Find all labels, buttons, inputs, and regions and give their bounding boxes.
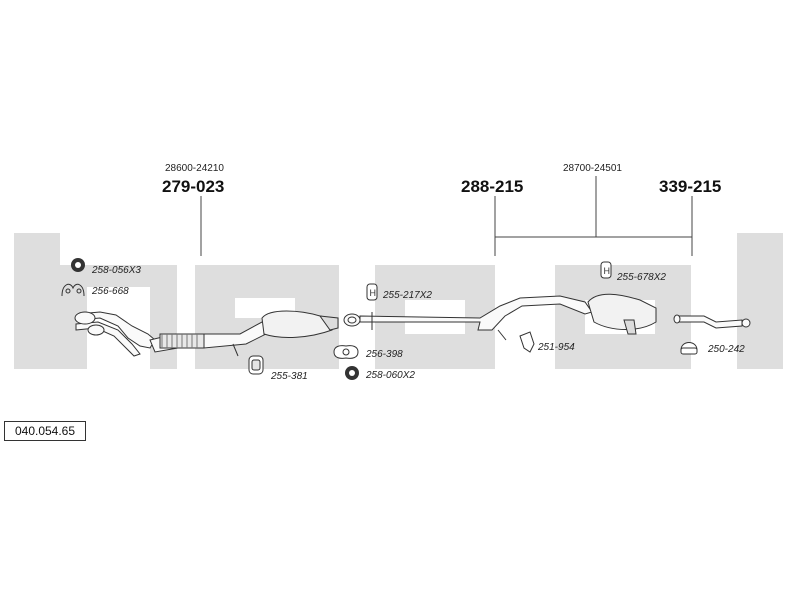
hanger-icon: H [600,261,612,279]
front-silencer [232,310,339,357]
oem-number: 28700-24501 [563,163,622,174]
nut-icon [71,258,85,272]
part-label: 256-398 [365,349,403,360]
part-label: 258-060X2 [365,370,415,381]
part-label: 250-242 [707,344,745,355]
leader-lines [200,176,693,256]
part-code: 339-215 [659,177,721,196]
part-code: 279-023 [162,177,224,196]
bracket-icon [519,331,535,353]
watermark-logo [14,233,783,369]
tail-pipe [673,314,751,329]
part-label: 258-056X3 [91,265,141,276]
svg-text:H: H [604,266,611,276]
part-label: 256-668 [91,286,129,297]
middle-pipe [343,295,593,341]
oem-number: 28600-24210 [165,163,224,174]
hanger-icon: H [366,283,378,301]
part-label: 255-217X2 [382,290,432,301]
nut-icon [345,366,359,380]
rubber-mount-icon [248,355,264,375]
front-pipe [74,311,271,357]
flange-gasket-icon [333,345,359,359]
diagram-reference-number: 040.054.65 [4,421,86,441]
rear-silencer [587,293,657,335]
gasket-icon [61,283,85,297]
part-label: 255-678X2 [616,272,666,283]
part-label: 255-381 [270,371,308,382]
part-code: 288-215 [461,177,523,196]
svg-text:H: H [370,288,377,298]
part-label: 251-954 [537,342,575,353]
clamp-icon [680,342,698,355]
